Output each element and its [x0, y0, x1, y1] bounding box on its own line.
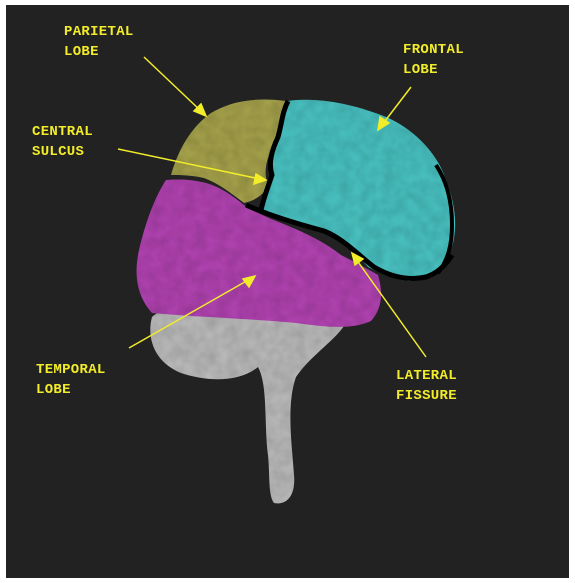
frontal-lobe-label: FRONTAL LOBE — [403, 42, 473, 78]
lateral-fissure-label: LATERAL FISSURE — [396, 368, 466, 404]
central-sulcus-label: CENTRAL SULCUS — [32, 124, 102, 160]
brain-diagram-panel: PARIETAL LOBE FRONTAL LOBE CENTRAL SULCU… — [6, 5, 569, 578]
brain-illustration: PARIETAL LOBE FRONTAL LOBE CENTRAL SULCU… — [6, 5, 569, 578]
frontal-arrow — [382, 87, 411, 125]
brainstem-cerebellum-region — [150, 308, 346, 504]
parietal-arrow — [144, 57, 202, 112]
parietal-lobe-label: PARIETAL LOBE — [64, 24, 142, 60]
temporal-lobe-label: TEMPORAL LOBE — [36, 362, 114, 398]
